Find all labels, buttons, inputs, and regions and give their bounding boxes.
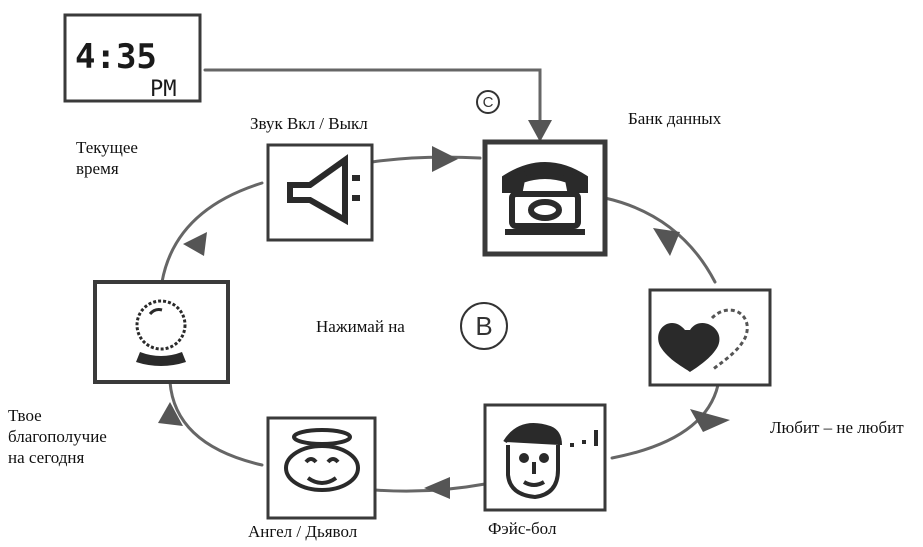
arrow-angel-to-fortune xyxy=(158,402,183,426)
cycle-arrowheads xyxy=(158,120,730,499)
label-fortune-line-2: благополучие xyxy=(8,427,107,446)
mode-box-faceball xyxy=(483,403,607,512)
connector-love-to-faceball xyxy=(610,383,720,460)
angel-face-icon xyxy=(284,428,360,492)
label-databank-line-1: Банк данных xyxy=(628,109,722,128)
face-ball-icon xyxy=(503,423,598,500)
clock-time: 4:35 xyxy=(75,37,157,77)
b-button-letter: B xyxy=(475,311,492,341)
center-label-text: Нажимай на xyxy=(316,317,405,336)
label-sound-line-1: Звук Вкл / Выкл xyxy=(250,114,368,133)
crystal-ball-icon xyxy=(135,299,187,366)
mode-box-angel xyxy=(266,416,377,520)
clock-display: 4:35 PM xyxy=(63,13,202,103)
clock-caption-line-1: Текущее xyxy=(76,138,138,157)
arrow-clock-to-databank xyxy=(528,120,552,142)
cycle-connectors xyxy=(160,68,720,493)
connector-clock-to-databank xyxy=(203,68,542,142)
connector-databank-to-love xyxy=(603,196,717,284)
arrow-faceball-to-angel xyxy=(424,477,450,499)
label-databank: Банк данных xyxy=(628,108,721,129)
label-sound: Звук Вкл / Выкл xyxy=(250,113,368,134)
label-angel-line-1: Ангел / Дьявол xyxy=(248,522,358,541)
connector-sound-to-databank xyxy=(370,155,482,164)
label-faceball: Фэйс-бол xyxy=(488,518,556,539)
label-angel: Ангел / Дьявол xyxy=(248,521,357,542)
mode-box-fortune xyxy=(93,280,230,384)
arrow-fortune-to-sound xyxy=(183,232,207,256)
label-love-line-1: Любит – не любит xyxy=(770,418,904,437)
telephone-icon xyxy=(502,162,588,235)
clock-caption: Текущее время xyxy=(76,137,138,179)
label-fortune: Твое благополучие на сегодня xyxy=(8,405,107,468)
copyright-letter: C xyxy=(483,94,494,111)
clock-caption-line-2: время xyxy=(76,159,119,178)
label-fortune-line-1: Твое xyxy=(8,406,42,425)
arrow-databank-to-love xyxy=(653,228,680,256)
mode-box-databank xyxy=(482,139,608,257)
arrow-sound-to-databank xyxy=(432,146,458,172)
label-fortune-line-3: на сегодня xyxy=(8,448,85,467)
clock-ampm: PM xyxy=(150,77,177,102)
hearts-icon xyxy=(658,308,749,372)
connector-angel-to-fortune xyxy=(168,380,264,467)
speaker-icon xyxy=(287,154,360,226)
arrow-love-to-faceball xyxy=(690,409,730,432)
mode-box-sound xyxy=(266,143,374,242)
b-button: B xyxy=(460,302,508,350)
copyright-mark: C xyxy=(476,90,500,114)
label-faceball-line-1: Фэйс-бол xyxy=(488,519,557,538)
connector-fortune-to-sound xyxy=(160,181,264,284)
label-love: Любит – не любит xyxy=(770,417,904,438)
center-label: Нажимай на xyxy=(316,316,405,337)
mode-box-love xyxy=(648,288,772,387)
